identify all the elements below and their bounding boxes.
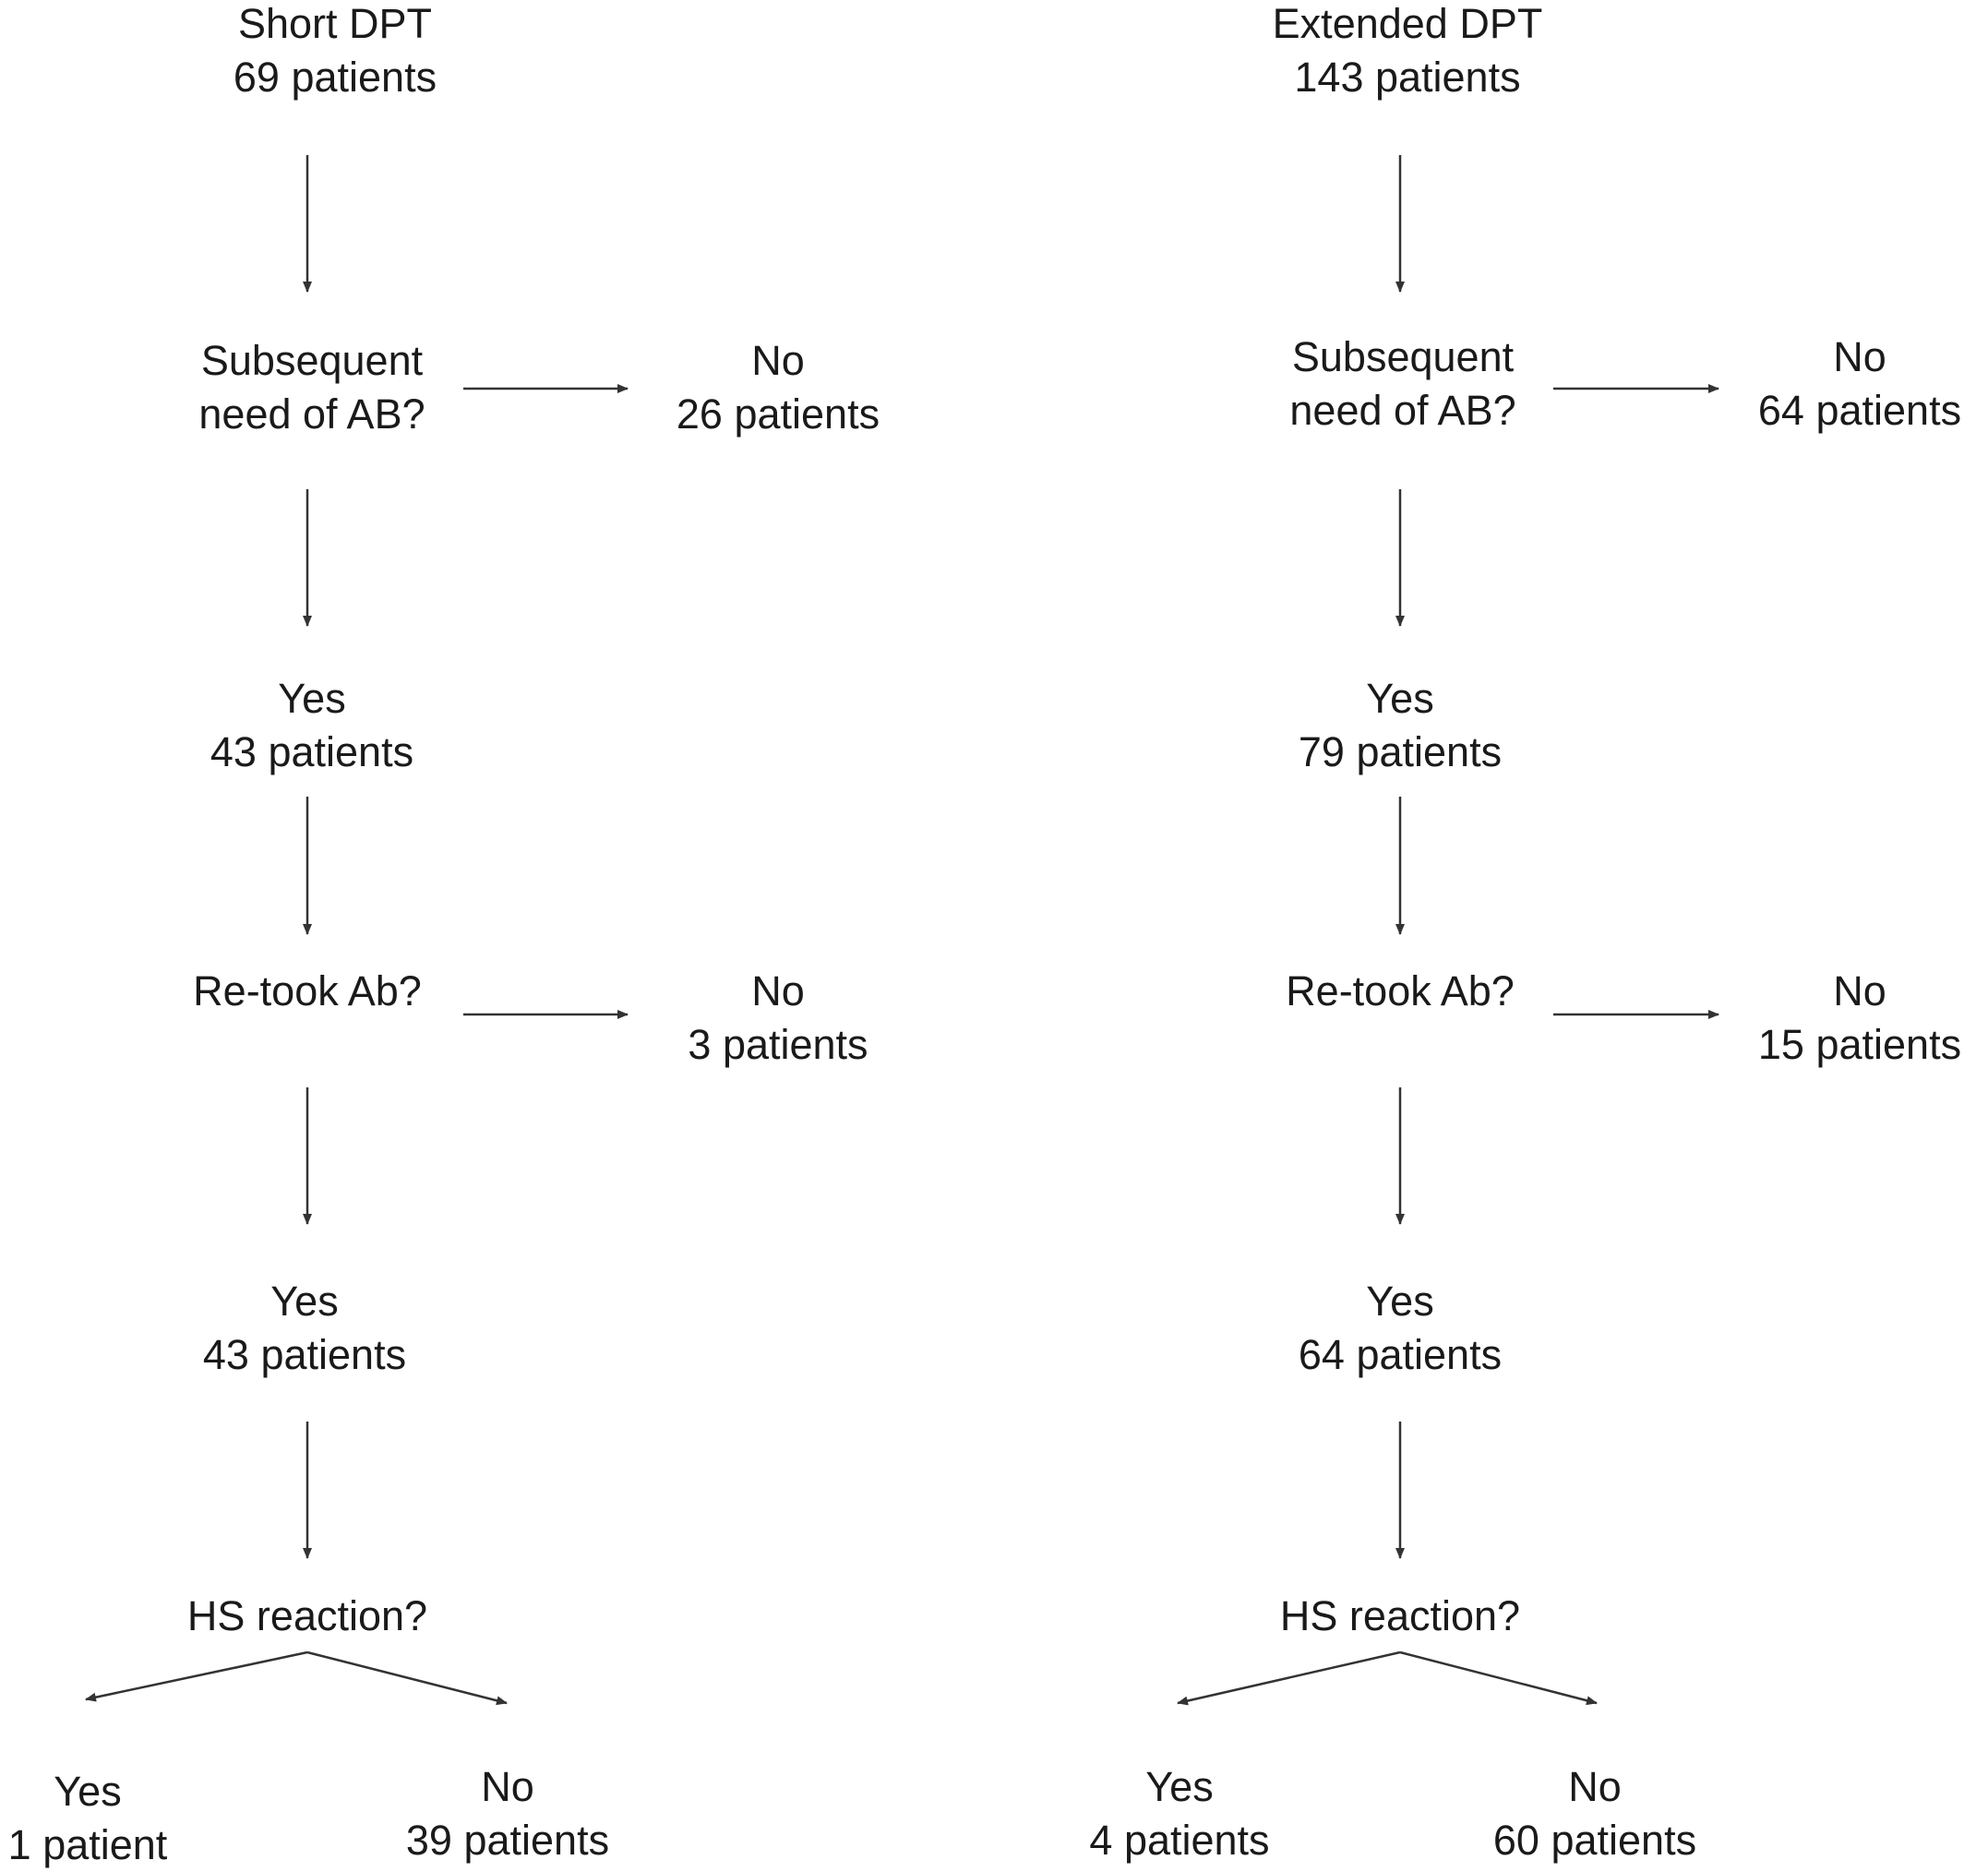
- left-q1-no-count: 26 patients: [676, 390, 880, 438]
- right-start-node: Extended DPT 143 patients: [1255, 0, 1560, 104]
- right-q1-yes-node: Yes 79 patients: [1262, 672, 1539, 779]
- right-q3-no-count: 60 patients: [1492, 1817, 1697, 1864]
- left-q2-yes-node: Yes 43 patients: [166, 1275, 443, 1382]
- left-q1-no-node: No 26 patients: [644, 334, 912, 441]
- left-q1-line1: Subsequent: [200, 337, 424, 384]
- right-q2-line1: Re-took Ab?: [1286, 967, 1515, 1014]
- left-q3-node: HS reaction?: [164, 1590, 450, 1643]
- right-q2-no-label: No: [1833, 967, 1886, 1014]
- left-q1-yes-node: Yes 43 patients: [174, 672, 450, 779]
- right-q1-no-count: 64 patients: [1757, 387, 1962, 434]
- arrow-right-q3-to-yes: [1177, 1650, 1401, 1706]
- arrow-left-q3-to-yes: [85, 1650, 308, 1702]
- left-q3-no-node: No 39 patients: [388, 1760, 628, 1867]
- arrow-left-q3-to-no: [306, 1650, 508, 1706]
- right-q2-yes-count: 64 patients: [1298, 1331, 1503, 1378]
- right-q3-yes-count: 4 patients: [1089, 1817, 1270, 1864]
- left-q2-no-count: 3 patients: [688, 1021, 868, 1068]
- right-q3-no-label: No: [1568, 1763, 1622, 1810]
- left-q3-yes-node: Yes 1 patient: [0, 1765, 175, 1872]
- left-q3-line1: HS reaction?: [186, 1592, 428, 1639]
- left-q1-no-label: No: [751, 337, 805, 384]
- right-q3-node: HS reaction?: [1257, 1590, 1543, 1643]
- right-q2-yes-label: Yes: [1366, 1278, 1434, 1325]
- left-q2-line1: Re-took Ab?: [193, 967, 422, 1014]
- left-q3-yes-label: Yes: [54, 1768, 122, 1815]
- right-q3-yes-label: Yes: [1145, 1763, 1214, 1810]
- right-q2-yes-node: Yes 64 patients: [1262, 1275, 1539, 1382]
- right-q2-no-count: 15 patients: [1757, 1021, 1962, 1068]
- right-q3-no-node: No 60 patients: [1475, 1760, 1715, 1867]
- left-q2-no-label: No: [751, 967, 805, 1014]
- right-q1-yes-count: 79 patients: [1298, 728, 1503, 775]
- right-q1-line1: Subsequent: [1291, 333, 1515, 380]
- right-start-title: Extended DPT: [1272, 0, 1543, 47]
- arrow-right-q3-to-no: [1399, 1650, 1598, 1706]
- left-q3-yes-count: 1 patient: [7, 1821, 168, 1868]
- left-q3-no-label: No: [481, 1763, 534, 1810]
- left-start-node: Short DPT 69 patients: [215, 0, 455, 104]
- left-q2-yes-label: Yes: [270, 1278, 339, 1325]
- right-q2-no-node: No 15 patients: [1740, 965, 1980, 1072]
- right-q1-yes-label: Yes: [1366, 675, 1434, 722]
- right-q1-no-label: No: [1833, 333, 1886, 380]
- right-q1-line2: need of AB?: [1289, 387, 1516, 434]
- left-q2-yes-count: 43 patients: [202, 1331, 407, 1378]
- left-start-title: Short DPT: [237, 0, 433, 47]
- right-q1-no-node: No 64 patients: [1740, 330, 1980, 438]
- left-q2-no-node: No 3 patients: [644, 965, 912, 1072]
- left-q1-line2: need of AB?: [198, 390, 425, 438]
- right-start-count: 143 patients: [1294, 54, 1521, 101]
- right-q1-node: Subsequent need of AB?: [1264, 330, 1541, 438]
- left-q3-no-count: 39 patients: [405, 1817, 610, 1864]
- left-q1-yes-count: 43 patients: [210, 728, 414, 775]
- left-start-count: 69 patients: [233, 54, 437, 101]
- right-q3-line1: HS reaction?: [1279, 1592, 1521, 1639]
- right-q3-yes-node: Yes 4 patients: [1073, 1760, 1286, 1867]
- right-q2-node: Re-took Ab?: [1262, 965, 1539, 1018]
- left-q1-yes-label: Yes: [278, 675, 346, 722]
- left-q1-node: Subsequent need of AB?: [174, 334, 450, 441]
- left-q2-node: Re-took Ab?: [169, 965, 446, 1018]
